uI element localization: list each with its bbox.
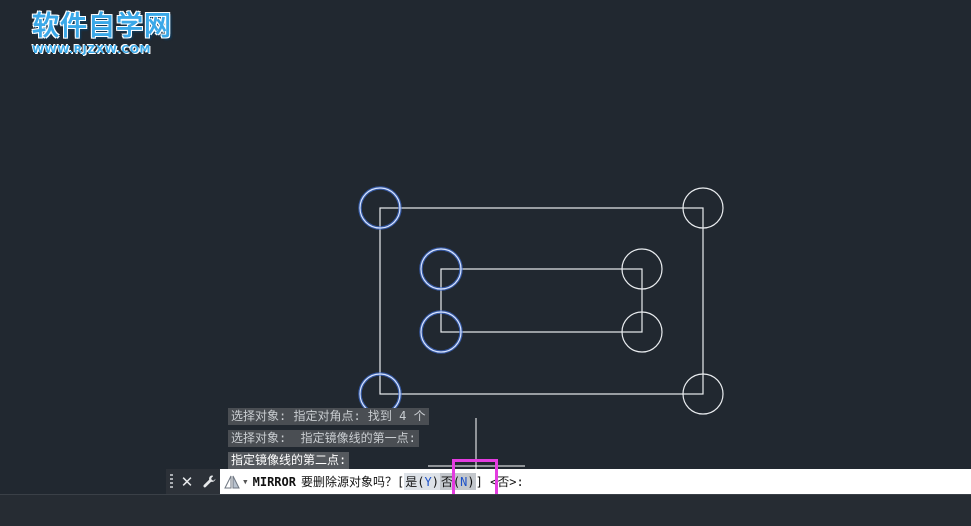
history-line-1: 选择对象: 指定对角点: 找到 4 个	[228, 408, 429, 425]
circle-top-left-inner-selected[interactable]	[420, 248, 462, 290]
command-history: 选择对象: 指定对角点: 找到 4 个 选择对象: 指定镜像线的第一点: 指定镜…	[228, 408, 429, 474]
circle-bottom-right-inner[interactable]	[621, 311, 663, 353]
outer-rectangle[interactable]	[379, 207, 704, 395]
mirror-command-icon[interactable]: ▾	[224, 475, 249, 489]
history-line-3: 指定镜像线的第二点:	[228, 452, 350, 469]
crosshair-cursor	[428, 418, 525, 470]
circle-bottom-left-inner-selected[interactable]	[420, 311, 462, 353]
command-name: MIRROR	[252, 474, 296, 489]
history-line-2: 选择对象: 指定镜像线的第一点:	[228, 430, 419, 447]
logo-title: 软件自学网	[32, 11, 172, 42]
circle-top-right-outer[interactable]	[682, 187, 724, 229]
command-line-bar: ✕ ▾ MIRROR 要删除源对象吗？[ 是(Y) 否(N) ] <否>:	[166, 469, 971, 494]
prompt-default: <否>:	[482, 475, 524, 489]
option-yes[interactable]: 是(Y)	[404, 473, 440, 490]
logo-url: WWW.RJZXW.COM	[32, 43, 151, 56]
prompt-bracket-close: ]	[475, 474, 483, 489]
command-prompt: 要删除源对象吗？[	[300, 475, 405, 489]
circle-top-left-outer-selected[interactable]	[359, 187, 401, 229]
watermark-logo: 软件自学网 WWW.RJZXW.COM	[32, 11, 182, 57]
command-input[interactable]: ▾ MIRROR 要删除源对象吗？[ 是(Y) 否(N) ] <否>:	[220, 469, 971, 494]
inner-rectangle[interactable]	[440, 268, 643, 333]
circle-bottom-right-outer[interactable]	[682, 373, 724, 415]
status-strip	[0, 494, 971, 526]
option-no[interactable]: 否(N)	[439, 473, 476, 490]
command-line-drag-handle[interactable]	[166, 469, 176, 494]
circle-top-right-inner[interactable]	[621, 248, 663, 290]
customize-wrench-icon[interactable]	[198, 469, 220, 494]
recent-commands-dropdown-icon[interactable]: ▾	[242, 475, 249, 488]
close-command-line-button[interactable]: ✕	[176, 469, 198, 494]
